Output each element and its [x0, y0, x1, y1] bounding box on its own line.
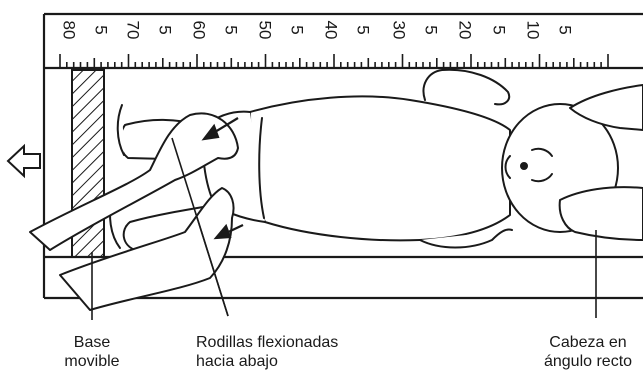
ruler-label: 60 — [190, 21, 209, 40]
label-movable-base-line2: movible — [60, 352, 124, 371]
ruler-label: 5 — [556, 25, 575, 34]
ruler-ticks — [60, 54, 608, 68]
ruler-label: 5 — [422, 25, 441, 34]
direction-arrow-left-icon — [8, 146, 40, 176]
label-flexed-knees-line2: hacia abajo — [196, 352, 338, 371]
ruler-label: 30 — [390, 21, 409, 40]
ruler-label: 5 — [354, 25, 373, 34]
label-movable-base-line1: Base — [60, 333, 124, 352]
ruler-label: 5 — [92, 25, 111, 34]
ruler-label: 10 — [524, 21, 543, 40]
ruler-label: 5 — [222, 25, 241, 34]
ruler-label: 40 — [322, 21, 341, 40]
ruler-label: 5 — [490, 25, 509, 34]
label-flexed-knees-line1: Rodillas flexionadas — [196, 333, 338, 352]
ruler-label: 80 — [60, 21, 79, 40]
ruler-numbers: 80 5 70 5 60 5 50 5 40 5 30 5 20 5 10 5 — [60, 21, 575, 40]
ruler-label: 20 — [456, 21, 475, 40]
label-head-line1: Cabeza en — [536, 333, 640, 352]
ruler-label: 5 — [288, 25, 307, 34]
ruler-label: 5 — [156, 25, 175, 34]
label-head-line2: ángulo recto — [536, 352, 640, 371]
label-movable-base: Base movible — [60, 333, 124, 371]
label-head-right-angle: Cabeza en ángulo recto — [536, 333, 640, 371]
ruler-label: 70 — [124, 21, 143, 40]
ruler-label: 50 — [256, 21, 275, 40]
label-flexed-knees: Rodillas flexionadas hacia abajo — [196, 333, 338, 371]
